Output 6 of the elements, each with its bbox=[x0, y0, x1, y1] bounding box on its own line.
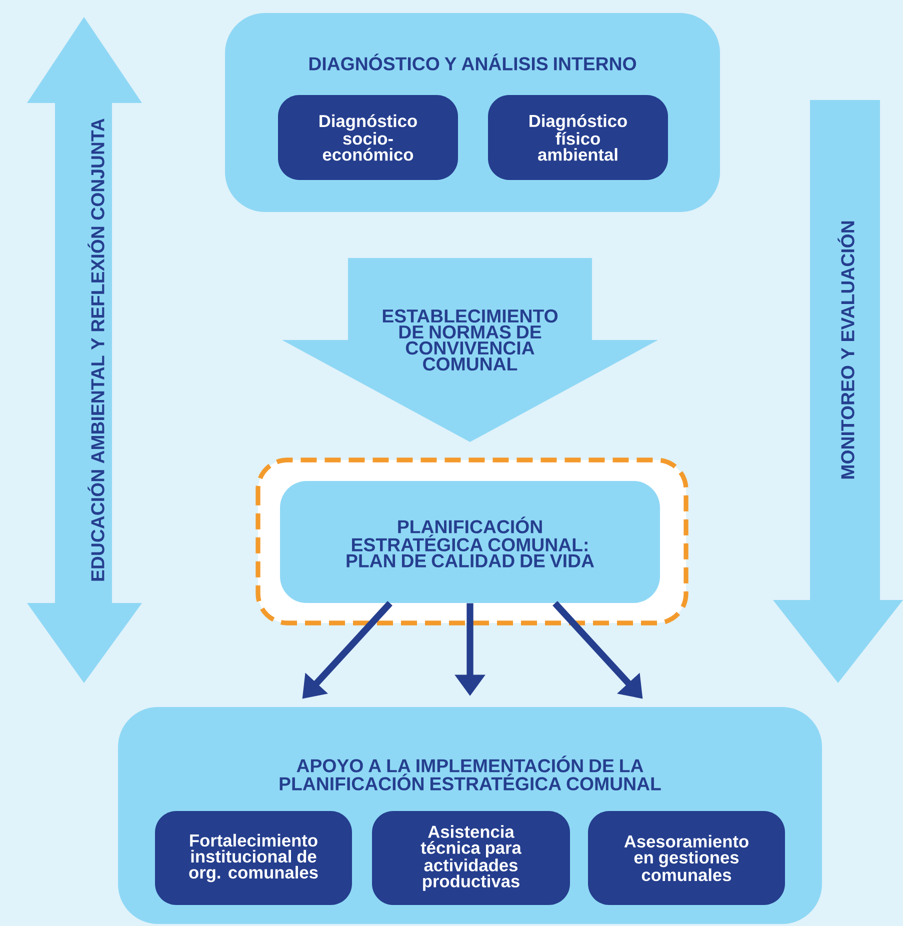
process-box: Fortalecimiento institucional de org. comunales bbox=[155, 811, 352, 905]
process-box: Diagnóstico socio-económico bbox=[278, 95, 458, 180]
process-box: Asesoramiento en gestiones comunales bbox=[588, 811, 785, 905]
process-box: Asistencia técnica para actividades productivas bbox=[372, 811, 570, 905]
process-box: PLANIFICACIÓN ESTRATÉGICA COMUNAL: PLAN DE CALIDAD DE VIDA bbox=[280, 481, 660, 603]
process-box: Diagnóstico físico ambiental bbox=[488, 95, 668, 180]
